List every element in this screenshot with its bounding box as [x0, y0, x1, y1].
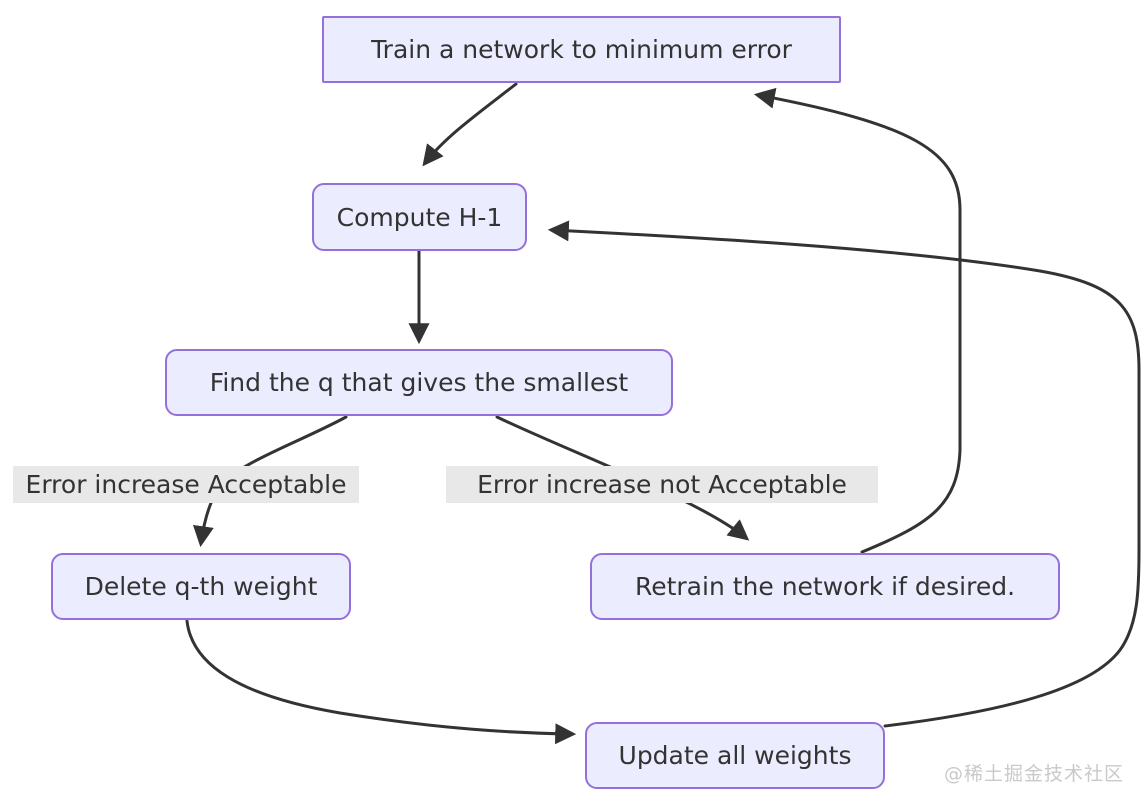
node-update: Update all weights — [585, 722, 885, 789]
node-retrain: Retrain the network if desired. — [590, 553, 1060, 620]
node-train: Train a network to minimum error — [322, 16, 841, 83]
node-compute: Compute H-1 — [312, 183, 527, 251]
node-find: Find the q that gives the smallest — [165, 349, 673, 416]
edge-train-to-compute — [422, 82, 518, 167]
edge-delete-to-update — [185, 619, 577, 745]
edge-retrain-to-train — [753, 87, 962, 554]
node-delete: Delete q-th weight — [51, 553, 351, 620]
edge-label-error-increase-acceptable: Error increase Acceptable — [13, 466, 359, 503]
edge-update-to-compute — [547, 220, 1141, 728]
edge-label-error-increase-not-acceptable: Error increase not Acceptable — [446, 466, 878, 503]
watermark-text: @稀土掘金技术社区 — [943, 763, 1124, 785]
